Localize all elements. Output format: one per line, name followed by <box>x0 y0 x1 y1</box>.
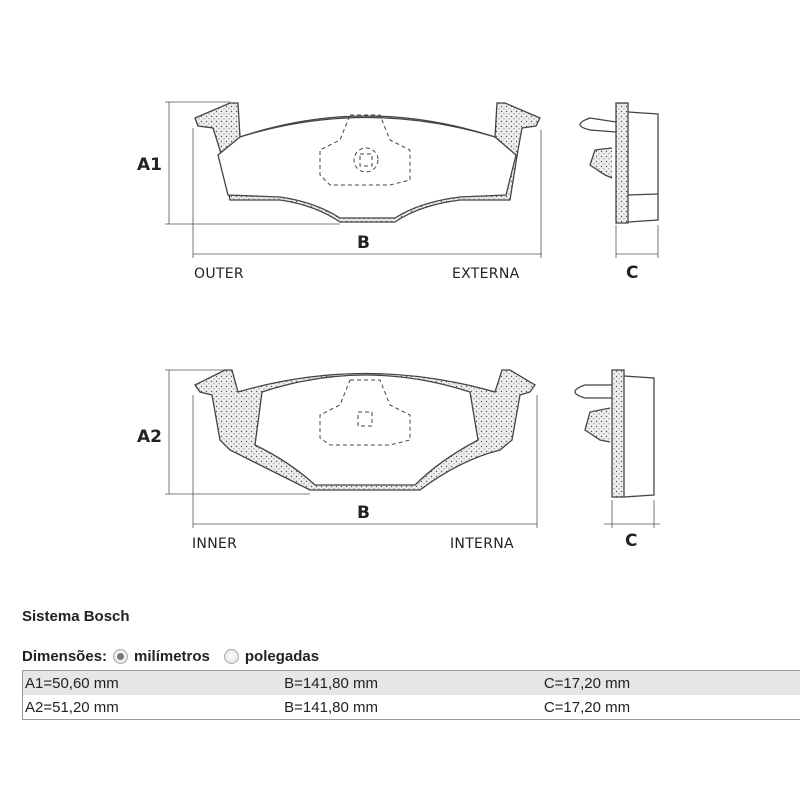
table-row: A2=51,20 mm B=141,80 mm C=17,20 mm <box>23 695 800 720</box>
units-label: Dimensões: <box>22 648 108 665</box>
inner-pad-front <box>194 369 536 491</box>
table-row: A1=50,60 mm B=141,80 mm C=17,20 mm <box>22 670 800 695</box>
inner-pad-side <box>574 369 655 498</box>
brake-pad-diagram <box>165 101 660 528</box>
c-label-bottom: C <box>625 531 638 551</box>
table-cell: B=141,80 mm <box>284 698 378 716</box>
interna-label: INTERNA <box>450 536 514 552</box>
radio-millimeters[interactable] <box>113 649 129 664</box>
section-title: Sistema Bosch <box>22 608 130 625</box>
externa-label: EXTERNA <box>452 266 520 282</box>
inches-label[interactable]: polegadas <box>244 648 320 665</box>
table-cell: A1=50,60 mm <box>22 670 283 695</box>
c-label-top: C <box>626 263 639 283</box>
millimeters-label[interactable]: milímetros <box>134 648 210 665</box>
table-cell: C=17,20 mm <box>543 698 631 716</box>
units-selector: Dimensões: milímetros polegadas <box>22 648 319 665</box>
radio-inches[interactable] <box>223 649 239 664</box>
outer-pad-front <box>194 102 541 223</box>
table-cell: A2=51,20 mm <box>25 698 119 716</box>
table-cell: B=141,80 mm <box>282 670 542 695</box>
a2-label: A2 <box>137 427 162 447</box>
b-label-top: B <box>357 233 370 253</box>
inner-label: INNER <box>192 536 238 552</box>
outer-label: OUTER <box>194 266 244 282</box>
b-label-bottom: B <box>357 503 370 523</box>
table-cell: C=17,20 mm <box>541 670 800 695</box>
a1-label: A1 <box>137 155 162 175</box>
dimensions-table: A1=50,60 mm B=141,80 mm C=17,20 mm A2=51… <box>22 670 800 720</box>
outer-pad-side <box>579 102 659 224</box>
